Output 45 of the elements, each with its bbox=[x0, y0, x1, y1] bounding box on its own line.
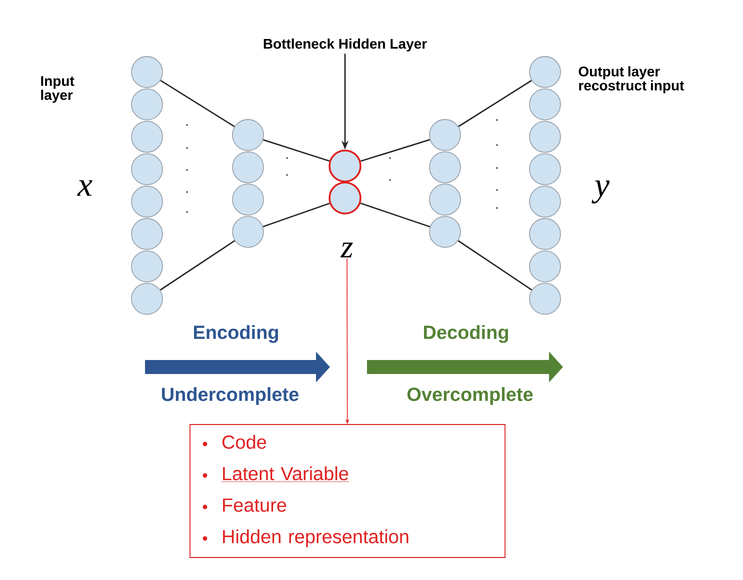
connection-line bbox=[360, 202, 430, 228]
neuron-circle bbox=[232, 216, 264, 248]
neuron-circle bbox=[131, 88, 163, 120]
variable-label: y bbox=[592, 180, 610, 204]
neuron-circle bbox=[131, 250, 163, 282]
phase-label: Overcomplete bbox=[407, 387, 533, 405]
neuron-circle bbox=[529, 88, 561, 120]
neuron-circle bbox=[131, 120, 163, 153]
neuron-circle bbox=[131, 218, 163, 250]
connection-line bbox=[262, 202, 330, 228]
neuron-circle bbox=[529, 56, 561, 88]
phase-label: Encoding bbox=[194, 325, 278, 343]
connection-line bbox=[458, 80, 532, 128]
connection-line bbox=[160, 240, 236, 291]
neuron-circle bbox=[429, 151, 461, 184]
variable-label: x bbox=[77, 180, 92, 196]
neuron-circle bbox=[328, 182, 362, 214]
neuron-circle bbox=[131, 56, 163, 88]
layer-label: Output layer recostruct input bbox=[578, 66, 684, 94]
layer-title: Bottleneck Hidden Layer bbox=[264, 38, 427, 52]
neuron-circle bbox=[328, 150, 362, 182]
phase-label: Decoding bbox=[424, 325, 508, 343]
neuron-circle bbox=[429, 119, 461, 151]
connection-line bbox=[458, 240, 532, 290]
variable-label: z bbox=[340, 242, 353, 258]
neuron-circle bbox=[429, 216, 461, 248]
neuron-circle bbox=[529, 250, 561, 282]
connection-line bbox=[160, 80, 235, 128]
list-box: Code Latent Variable Feature Hidden representation bbox=[190, 424, 506, 558]
neuron-circle bbox=[529, 186, 561, 218]
neuron-circle bbox=[131, 153, 163, 186]
neuron-circle bbox=[232, 119, 264, 151]
neuron-circle bbox=[232, 151, 264, 184]
connection-line bbox=[360, 139, 430, 162]
neuron-circle bbox=[529, 120, 561, 153]
connection-line bbox=[262, 139, 330, 162]
neuron-circle bbox=[429, 184, 461, 216]
phase-label: Undercomplete bbox=[162, 387, 298, 405]
neuron-circle bbox=[529, 153, 561, 186]
neuron-circle bbox=[131, 186, 163, 218]
neuron-circle bbox=[529, 282, 561, 315]
neuron-circle bbox=[232, 184, 264, 216]
layer-label: Input layer bbox=[41, 76, 74, 103]
neuron-circle bbox=[131, 282, 163, 315]
neuron-circle bbox=[529, 218, 561, 250]
